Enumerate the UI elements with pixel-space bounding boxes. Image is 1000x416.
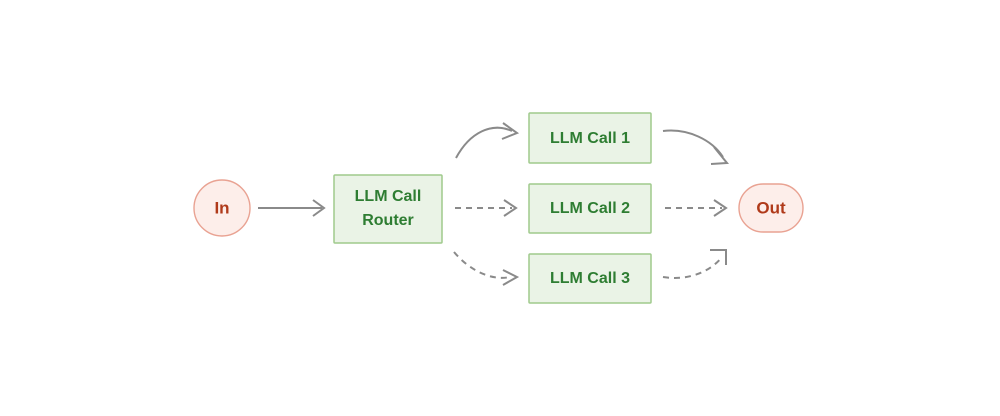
edge-router-to-call3 — [453, 251, 520, 286]
edge-call2-to-out — [665, 199, 728, 217]
node-llm-call-1[interactable]: LLM Call 1 — [528, 112, 652, 164]
edge-router-to-call1-arrowhead — [501, 122, 520, 140]
node-llm-call-router-label-line-1: LLM Call — [355, 188, 422, 205]
node-in-label: In — [214, 198, 229, 217]
node-in-shape — [193, 179, 251, 237]
edge-call3-to-out — [662, 249, 727, 279]
node-llm-call-router-shape — [333, 174, 443, 244]
edge-call1-to-out — [662, 129, 730, 165]
edge-router-to-call2-arrowhead — [503, 199, 518, 217]
edge-router-to-call3-arrowhead — [502, 269, 520, 286]
node-llm-call-3-label: LLM Call 3 — [550, 270, 630, 287]
edge-router-to-call1-line — [455, 126, 513, 159]
node-llm-call-router[interactable]: LLM Call Router — [333, 174, 443, 244]
edge-call1-to-out-line — [662, 129, 724, 158]
node-llm-call-router-label-line-2: Router — [362, 212, 414, 229]
node-out-label: Out — [756, 198, 786, 217]
edge-in-to-router — [258, 199, 326, 217]
node-llm-call-2-label: LLM Call 2 — [550, 200, 630, 217]
node-llm-call-3[interactable]: LLM Call 3 — [528, 253, 652, 304]
edge-call3-to-out-line — [662, 256, 723, 279]
edge-router-to-call1 — [455, 122, 520, 159]
node-llm-call-1-shape — [528, 112, 652, 164]
node-out[interactable]: Out — [738, 183, 804, 233]
node-llm-call-2[interactable]: LLM Call 2 — [528, 183, 652, 234]
edge-call1-to-out-arrowhead — [710, 146, 730, 165]
edge-router-to-call3-line — [453, 251, 511, 279]
edge-in-to-router-arrowhead — [312, 199, 326, 217]
node-llm-call-3-shape — [528, 253, 652, 304]
edge-call2-to-out-arrowhead — [713, 199, 728, 217]
node-llm-call-1-label: LLM Call 1 — [550, 130, 630, 147]
node-in[interactable]: In — [193, 179, 251, 237]
node-llm-call-2-shape — [528, 183, 652, 234]
edge-router-to-call2 — [455, 199, 518, 217]
node-out-shape — [738, 183, 804, 233]
edge-call3-to-out-arrowhead — [710, 249, 727, 265]
